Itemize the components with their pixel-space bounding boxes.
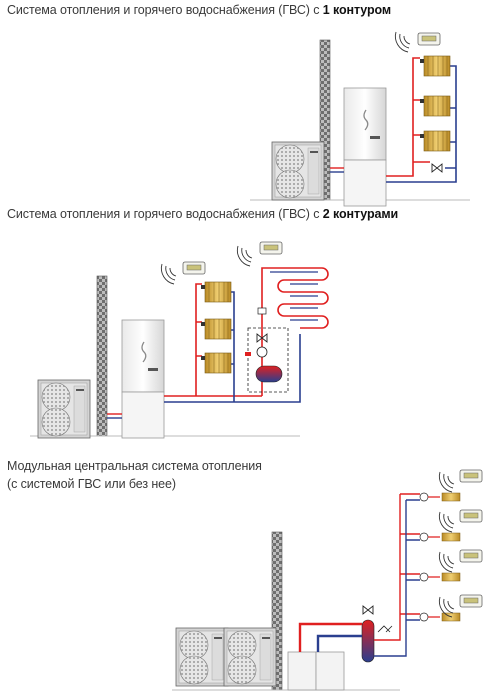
radiator-icon xyxy=(441,572,461,582)
chimney-icon xyxy=(96,275,108,437)
supply-pipe xyxy=(386,57,420,177)
valve-icon xyxy=(362,605,374,615)
section2-caption: Система отопления и горячего водоснабжен… xyxy=(7,207,398,221)
section1-caption-prefix: Система отопления и горячего водоснабжен… xyxy=(7,3,323,17)
return-pipe xyxy=(386,65,457,183)
radiator-icon xyxy=(200,318,232,340)
heat-pump-outdoor-unit-icon xyxy=(271,141,325,201)
wireless-signal-icon xyxy=(438,511,455,533)
section1-caption-bold: 1 контуром xyxy=(322,3,392,17)
radiator-icon xyxy=(441,492,461,502)
pump-icon xyxy=(419,612,429,622)
radiator-icon xyxy=(441,532,461,542)
thermostat-icon xyxy=(259,241,283,255)
section1-diagram xyxy=(250,31,470,207)
thermostat-icon xyxy=(459,469,483,483)
section3-caption-line2: (с системой ГВС или без нее) xyxy=(7,477,176,491)
radiator-icon xyxy=(419,55,451,77)
heat-pump-outdoor-unit-icon xyxy=(37,379,91,439)
indoor-tank-unit-icon xyxy=(121,319,165,439)
thermostat-icon xyxy=(459,594,483,608)
buffer-tank-icon xyxy=(255,365,283,383)
section3-diagram xyxy=(172,469,483,691)
indoor-unit-icon xyxy=(287,651,317,691)
wireless-signal-icon xyxy=(236,245,253,267)
radiator-icon xyxy=(200,281,232,303)
wireless-signal-icon xyxy=(438,551,455,573)
section1-caption: Система отопления и горячего водоснабжен… xyxy=(7,3,391,17)
pump-icon xyxy=(256,346,268,358)
thermostat-icon xyxy=(417,32,441,46)
wireless-signal-icon xyxy=(394,31,411,53)
pump-icon xyxy=(419,492,429,502)
hydraulic-module-box xyxy=(247,327,289,393)
radiator-icon xyxy=(200,352,232,374)
indoor-tank-unit-icon xyxy=(343,87,387,207)
pump-icon xyxy=(419,572,429,582)
pump-icon xyxy=(419,532,429,542)
section3-caption-line1: Модульная центральная система отопления xyxy=(7,459,262,473)
buffer-tank-icon xyxy=(361,619,375,663)
section2-diagram xyxy=(30,241,329,439)
radiator-icon xyxy=(419,130,451,152)
thermostat-icon xyxy=(459,549,483,563)
section2-caption-bold: 2 контурами xyxy=(322,207,399,221)
heat-pump-outdoor-unit-icon xyxy=(175,627,229,687)
wireless-signal-icon xyxy=(160,263,177,285)
valve-icon xyxy=(431,163,443,173)
indoor-unit-icon xyxy=(315,651,345,691)
radiator-icon xyxy=(419,95,451,117)
thermostat-icon xyxy=(182,261,206,275)
heat-pump-outdoor-unit-icon xyxy=(223,627,277,687)
section3-caption: Модульная центральная система отопления … xyxy=(7,457,262,493)
thermostat-icon xyxy=(459,509,483,523)
section2-caption-prefix: Система отопления и горячего водоснабжен… xyxy=(7,207,323,221)
wireless-signal-icon xyxy=(438,471,455,493)
underfloor-heating-icon xyxy=(261,267,329,396)
